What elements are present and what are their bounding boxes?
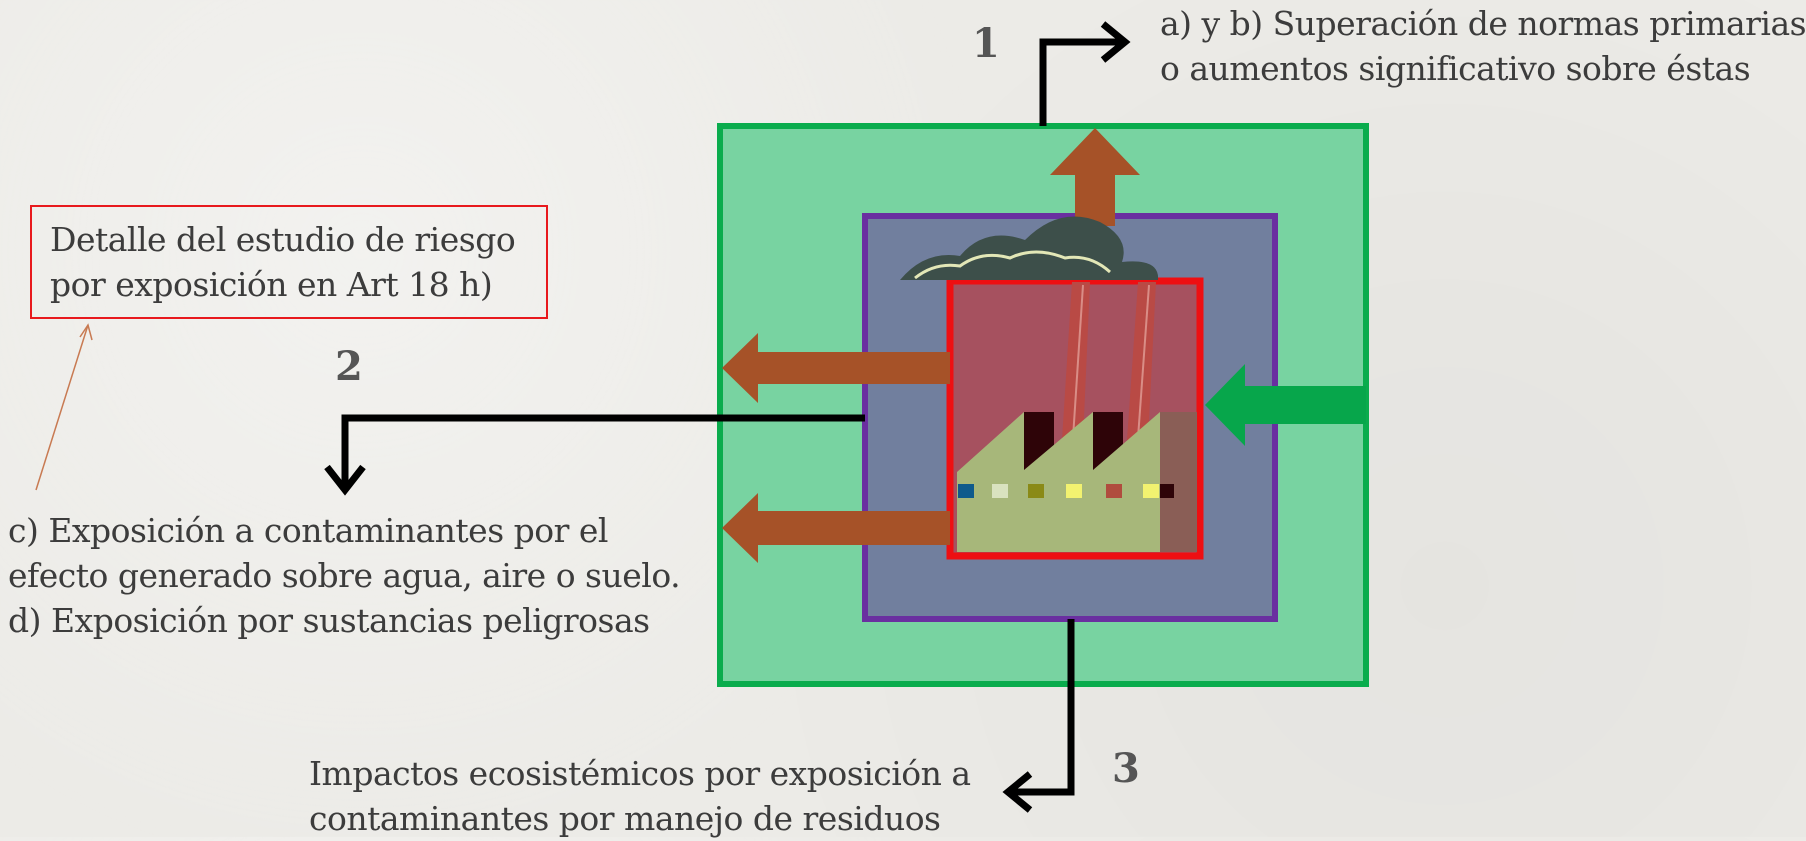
light-2 (992, 484, 1008, 498)
connector-1-head (1100, 21, 1131, 63)
label-3: Impactos ecosistémicos por exposición a … (309, 751, 971, 841)
chimney-left (1062, 282, 1090, 440)
label-2: c) Exposición a contaminantes por el efe… (8, 508, 681, 643)
label-1-line-1: a) y b) Superación de normas primarias (1160, 4, 1806, 43)
light-4 (1066, 484, 1082, 498)
factory-side (1160, 412, 1197, 552)
cloud-outline (914, 250, 1112, 280)
light-3 (1028, 484, 1044, 498)
label-1-line-2: o aumentos significativo sobre éstas (1160, 49, 1751, 88)
note-box: Detalle del estudio de riesgo por exposi… (30, 205, 548, 319)
label-3-line-1: Impactos ecosistémicos por exposición a (309, 754, 971, 793)
left-arrow-lower (722, 493, 950, 563)
light-5 (1106, 484, 1122, 498)
note-box-line-1: Detalle del estudio de riesgo (50, 220, 516, 259)
number-2: 2 (335, 343, 363, 390)
up-arrow (1050, 128, 1140, 226)
label-2-line-1: c) Exposición a contaminantes por el (8, 511, 608, 550)
label-2-line-2: efecto generado sobre agua, aire o suelo… (8, 556, 681, 595)
right-green-arrow (1205, 364, 1366, 446)
number-3: 3 (1112, 745, 1140, 792)
label-1: a) y b) Superación de normas primarias o… (1160, 1, 1806, 91)
light-6 (1143, 484, 1159, 498)
note-pointer-head (79, 323, 93, 341)
light-7 (1160, 484, 1174, 498)
left-arrow-upper (722, 333, 950, 403)
connector-3-head (1002, 771, 1033, 813)
label-3-line-2: contaminantes por manejo de residuos (309, 799, 941, 838)
note-box-line-2: por exposición en Art 18 h) (50, 265, 493, 304)
number-1: 1 (972, 20, 1000, 67)
connector-2 (341, 414, 865, 488)
connector-1 (1039, 38, 1122, 126)
light-1 (958, 484, 974, 498)
label-2-line-3: d) Exposición por sustancias peligrosas (8, 601, 650, 640)
chimney-left-highlight (1072, 284, 1084, 439)
factory-icon (957, 412, 1160, 552)
connector-2-head (324, 464, 366, 496)
chimney-right (1127, 282, 1156, 440)
note-pointer-line (35, 324, 89, 491)
chimney-right-highlight (1137, 284, 1150, 439)
connector-3 (1010, 619, 1075, 796)
